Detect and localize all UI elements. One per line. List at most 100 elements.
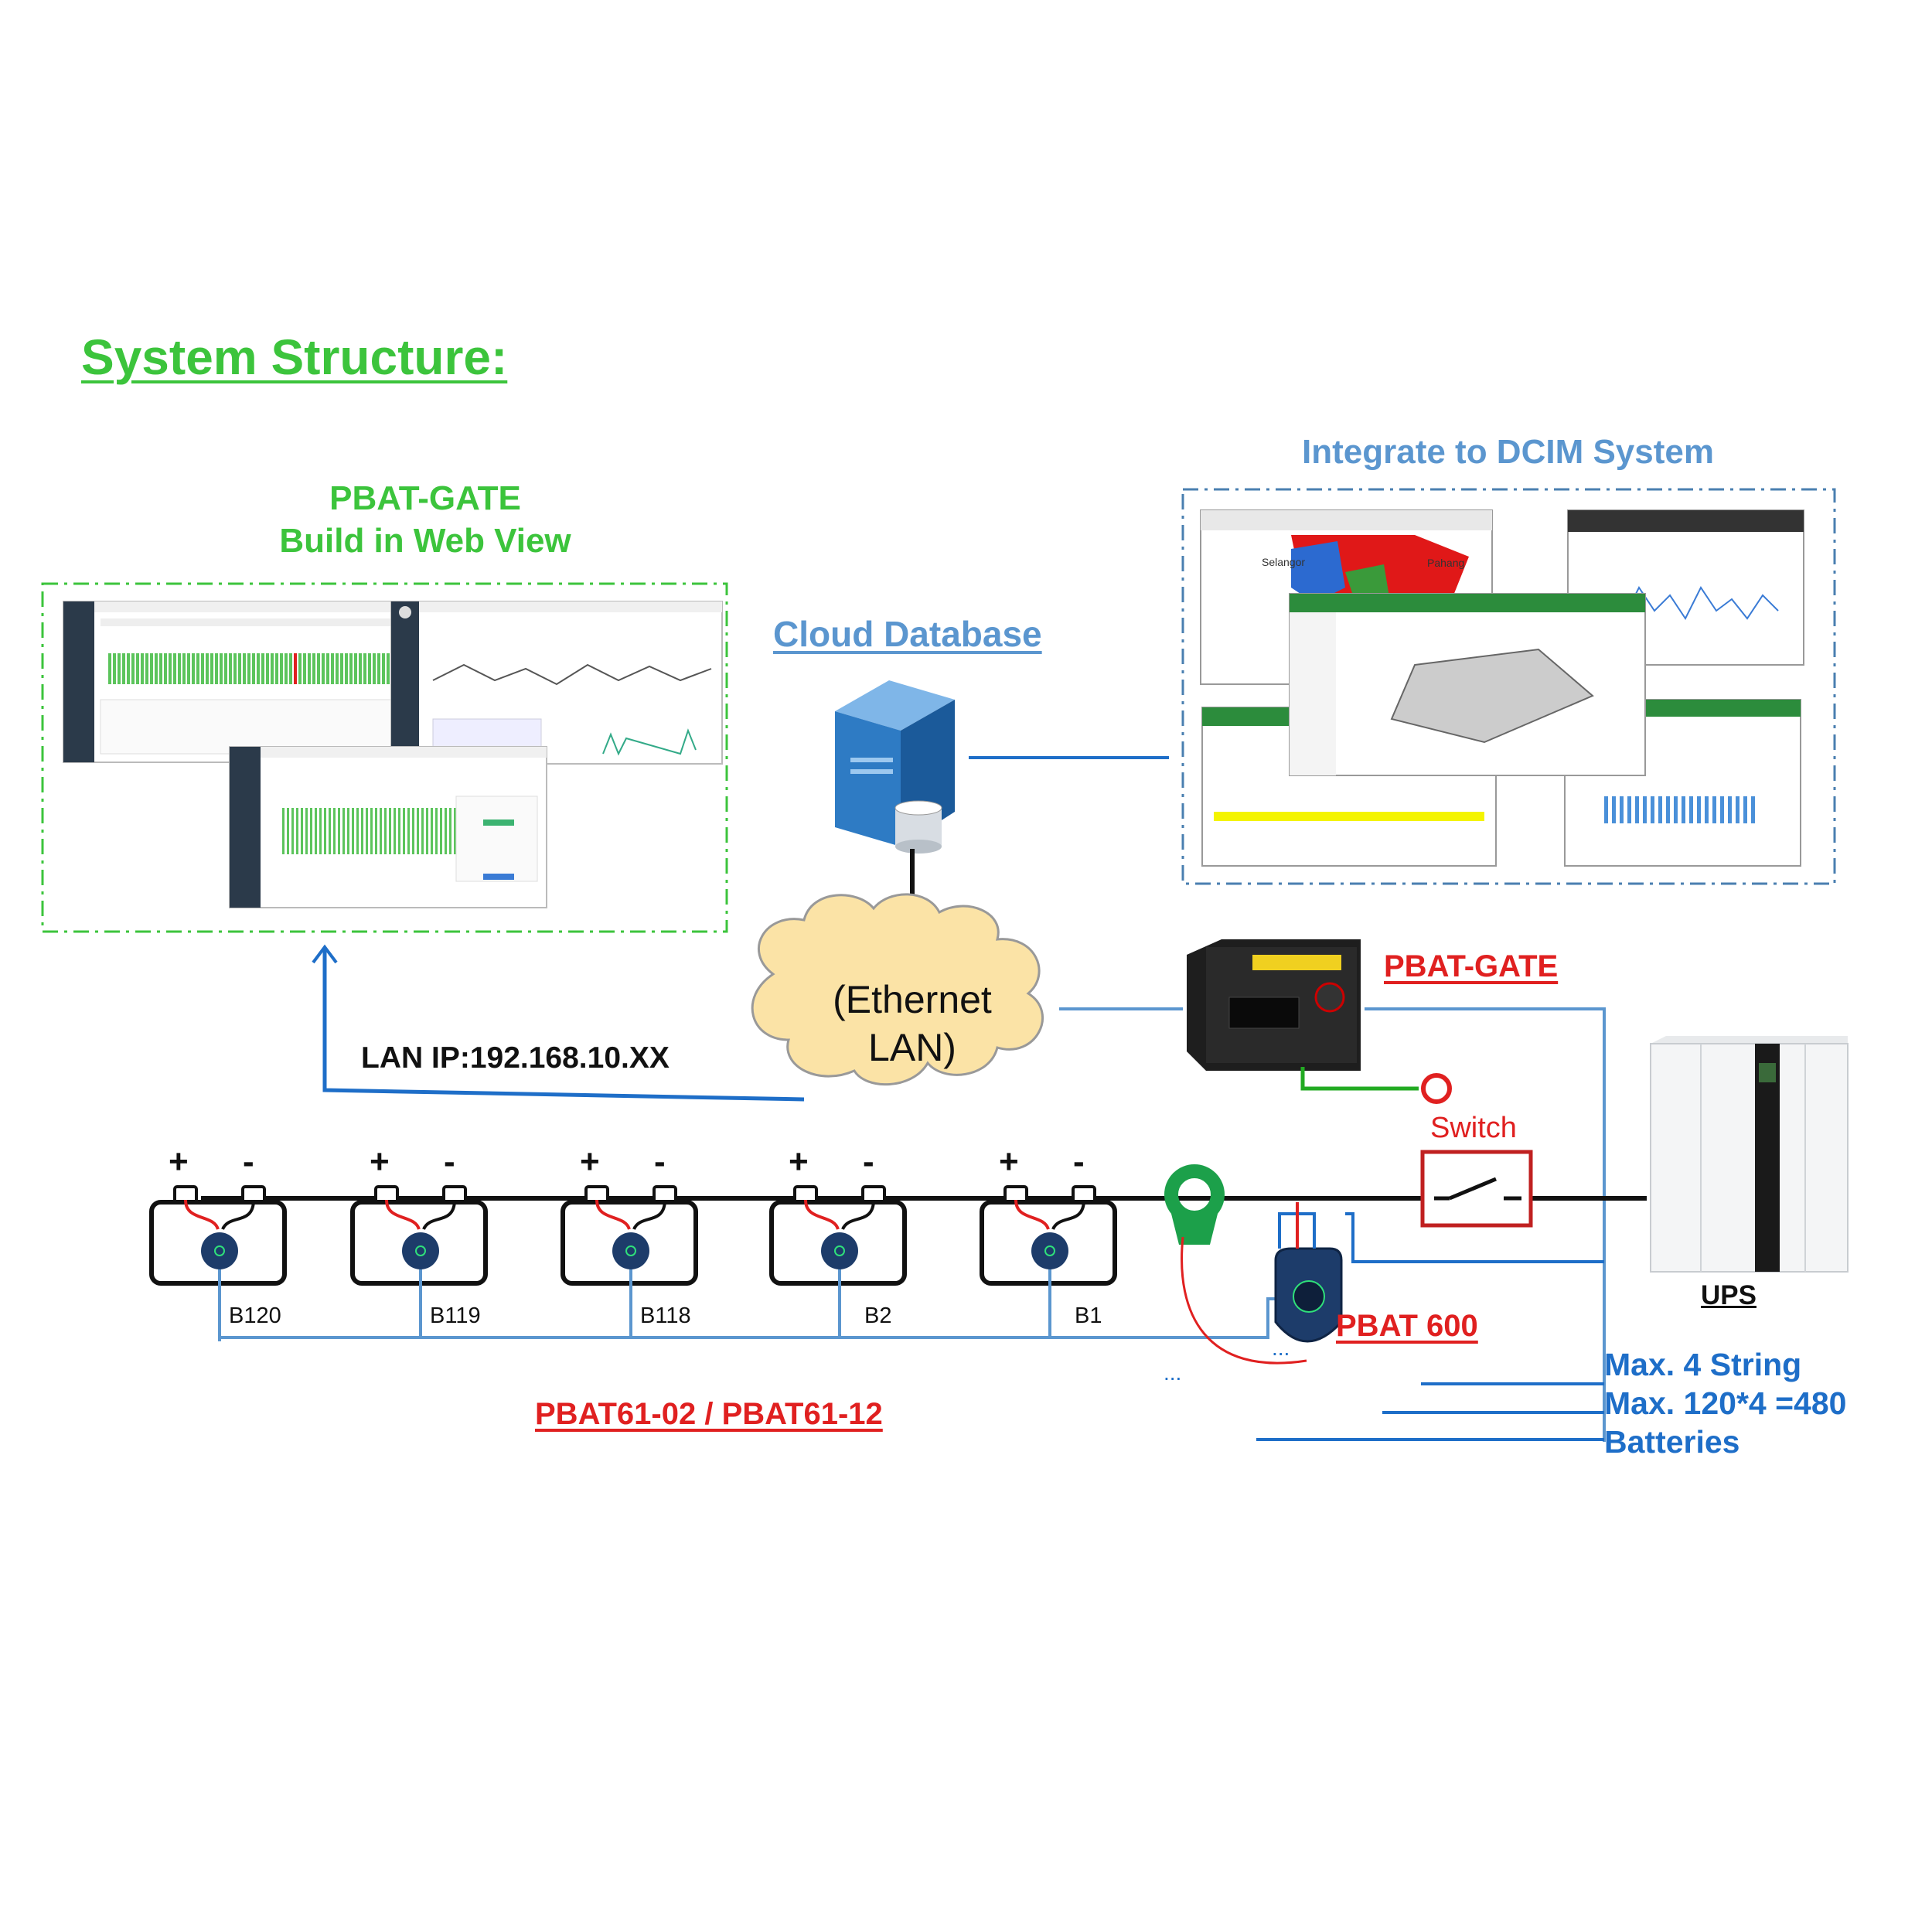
battery-minus-sign: - [243, 1143, 254, 1181]
thumbnail-bar [1736, 796, 1739, 823]
thumbnail-bar [131, 653, 135, 684]
thumbnail-bar [113, 653, 116, 684]
thumbnail-bar [322, 653, 325, 684]
battery-b119 [350, 1185, 488, 1337]
thumbnail-bar [173, 653, 176, 684]
web-view-heading-line1: PBAT-GATE [329, 479, 521, 517]
thumbnail-bar [145, 653, 148, 684]
thumbnail-bar [243, 653, 246, 684]
current-sensor-icon [1164, 1164, 1225, 1245]
thumbnail-bar [305, 808, 308, 854]
thumbnail-bar [294, 653, 297, 684]
thumbnail-bar [326, 653, 329, 684]
thumbnail-bar [394, 808, 396, 854]
thumbnail-bar [324, 808, 326, 854]
thumbnail-bar [136, 653, 139, 684]
thumbnail-bar [349, 653, 353, 684]
thumbnail-bar [155, 653, 158, 684]
battery-minus-sign: - [1073, 1143, 1085, 1181]
thumbnail-bar [347, 808, 349, 854]
thumbnail-bar [440, 808, 442, 854]
battery-plus-sign: + [370, 1143, 390, 1181]
thumbnail-bar [363, 653, 366, 684]
thumbnail-bar [282, 808, 285, 854]
ethernet-cloud-icon [751, 893, 1044, 1086]
thumbnail-bar [1751, 796, 1755, 823]
dcim-heading: Integrate to DCIM System [1302, 433, 1714, 471]
dcim-map-label-pahang: Pahang [1427, 557, 1464, 569]
thumbnail-bar [1712, 796, 1716, 823]
thumbnail-bar [359, 653, 362, 684]
thumbnail-bar [301, 808, 303, 854]
battery-b118 [561, 1185, 698, 1337]
thumbnail-bar [118, 653, 121, 684]
thumbnail-bar [201, 653, 204, 684]
pbat600-to-bus [1345, 1212, 1604, 1263]
thumbnail-bar [169, 653, 172, 684]
thumbnail-bar [382, 653, 385, 684]
thumbnail-bar [331, 653, 334, 684]
pbat-gate-device-icon [1187, 939, 1361, 1071]
thumbnail-bar [247, 653, 250, 684]
sensor-bus-line [218, 1297, 1276, 1341]
thumbnail-bar [310, 808, 312, 854]
dcim-screenshot-trend [1567, 509, 1804, 666]
battery-plus-sign: + [789, 1143, 809, 1181]
thumbnail-bar [336, 653, 339, 684]
battery-label: B118 [640, 1303, 691, 1328]
thumbnail-bar [210, 653, 213, 684]
gateway-bus-line [1365, 1007, 1606, 1442]
thumbnail-bar [345, 653, 348, 684]
ellipsis-strings-1: ... [1164, 1361, 1182, 1385]
thumbnail-bar [368, 653, 371, 684]
thumbnail-bar [380, 808, 382, 854]
thumbnail-bar [220, 653, 223, 684]
thumbnail-bar [403, 808, 405, 854]
dcim-map-label-selangor: Selangor [1262, 556, 1305, 568]
thumbnail-bar [1728, 796, 1732, 823]
thumbnail-bar [178, 653, 181, 684]
battery-label: B120 [229, 1303, 281, 1328]
thumbnail-bar [1720, 796, 1724, 823]
thumbnail-bar [356, 808, 359, 854]
thumbnail-bar [319, 808, 322, 854]
ground-ring-icon [1421, 1073, 1452, 1104]
thumbnail-bar [275, 653, 278, 684]
lan-arrow-line [322, 949, 805, 1102]
cloud-database-label: Cloud Database [773, 614, 1042, 654]
database-icon [894, 800, 942, 854]
battery-label: B2 [864, 1303, 892, 1328]
ethernet-line1: (Ethernet [833, 978, 992, 1021]
thumbnail-bar [215, 653, 218, 684]
thumbnail-bar [187, 653, 190, 684]
thumbnail-bar [384, 808, 387, 854]
lan-arrow-head-icon [312, 944, 338, 964]
thumbnail-bar [431, 808, 433, 854]
thumbnail-bar [289, 653, 292, 684]
max-info-line1: Max. 4 String [1604, 1347, 1802, 1382]
thumbnail-bar [366, 808, 368, 854]
thumbnail-bar [192, 653, 195, 684]
sensor-wire [1181, 1236, 1307, 1365]
thumbnail-bar [373, 653, 376, 684]
thumbnail-bar [1674, 796, 1678, 823]
thumbnail-bar [387, 653, 390, 684]
thumbnail-bar [291, 808, 294, 854]
battery-minus-sign: - [654, 1143, 666, 1181]
thumbnail-bar [141, 653, 144, 684]
thumbnail-bar [271, 653, 274, 684]
thumbnail-bar [285, 653, 288, 684]
thumbnail-bar [261, 653, 264, 684]
pbat600-device-icon [1274, 1247, 1343, 1343]
battery-plus-sign: + [169, 1143, 189, 1181]
switch-icon [1420, 1150, 1533, 1228]
thumbnail-bar [1620, 796, 1624, 823]
ethernet-line2: LAN) [868, 1026, 956, 1069]
battery-label: B119 [430, 1303, 481, 1328]
web-view-frame [41, 582, 728, 933]
thumbnail-bar [233, 653, 237, 684]
battery-b120 [149, 1185, 287, 1337]
thumbnail-bar [1658, 796, 1662, 823]
thumbnail-bar [150, 653, 153, 684]
thumbnail-bar [122, 653, 125, 684]
